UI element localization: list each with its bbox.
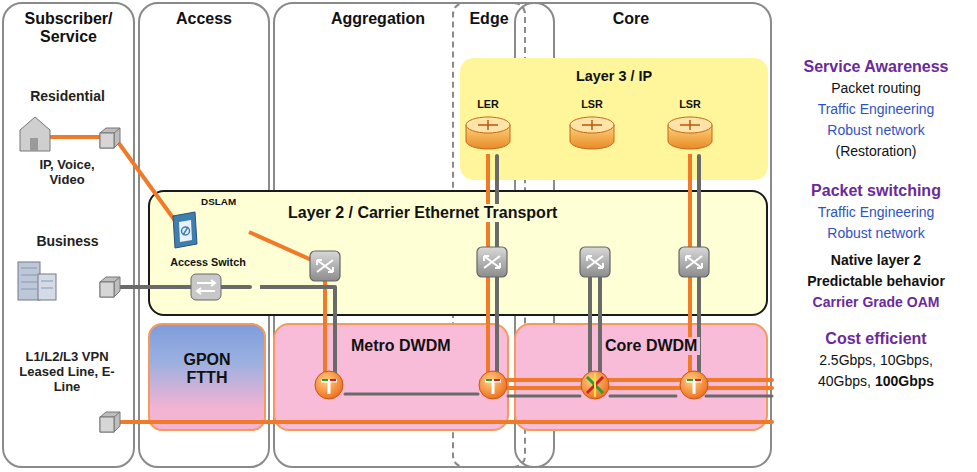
feature-note: Traffic Engineering [778, 101, 974, 117]
access-switch-label: Access Switch [156, 256, 260, 268]
core-column-label: Core [576, 10, 686, 28]
link-line [260, 287, 335, 323]
feature-note-holder: Traffic Engineering [778, 204, 974, 220]
speed-note: 2.5Gbps, 10Gbps, [778, 352, 974, 368]
dslam-symbol [169, 210, 201, 250]
feature-heading-holder: Cost efficient [778, 330, 974, 348]
feature-heading-holder: Packet switching [778, 182, 974, 200]
feature-note-holder: Packet routing [778, 80, 974, 96]
service-label-holder: Business [5, 233, 130, 249]
service-label-holder: Residential [5, 88, 130, 104]
core-dwdm-band: Core DWDM [514, 323, 768, 431]
access-column-label: Access [140, 10, 268, 28]
service-label: L1/L2/L3 VPN Leased Line, E-Line [14, 350, 120, 395]
router: LER [460, 98, 516, 154]
service-label: Residential [5, 88, 130, 104]
layer2-band-label: Layer 2 / Carrier Ethernet Transport [285, 204, 560, 222]
router-symbol [464, 115, 512, 151]
feature-note-holder: (Restoration) [778, 143, 974, 159]
dslam-label: DSLAM [201, 196, 249, 207]
aggregation-column-label: Aggregation [283, 10, 473, 28]
metro-dwdm-band: Metro DWDM [273, 323, 509, 431]
layer3-band-label: Layer 3 / IP [460, 68, 768, 85]
router-label: LER [460, 98, 516, 110]
feature-note-holder: Traffic Engineering [778, 101, 974, 117]
feature-note-holder: Robust network [778, 122, 974, 138]
feature-note: Packet routing [778, 80, 974, 96]
router-label: LSR [564, 98, 620, 110]
access-switch: Access Switch [156, 256, 260, 302]
link-line [486, 154, 490, 323]
speed-note: 40Gbps, [818, 373, 871, 389]
feature-heading: Packet switching [778, 182, 974, 200]
feature-heading: Service Awareness [778, 58, 974, 76]
router-symbol [568, 115, 616, 151]
link-line [688, 154, 692, 323]
layer2-band: Layer 2 / Carrier Ethernet Transport DSLA… [148, 190, 768, 316]
feature-heading: Cost efficient [778, 330, 974, 348]
switch-symbol [190, 273, 222, 301]
router: LSR [564, 98, 620, 154]
speed-row: 40Gbps,100Gbps [778, 373, 974, 389]
feature-note-holder: Robust network [778, 225, 974, 241]
feature-note-holder: Predictable behavior [778, 273, 974, 289]
edge-column-label: Edge [454, 10, 524, 28]
feature-heading-holder: Carrier Grade OAM [778, 294, 974, 310]
feature-note: Robust network [778, 122, 974, 138]
service-label-holder: IP, Voice, Video [27, 158, 107, 188]
metro-dwdm-band-label: Metro DWDM [348, 337, 454, 355]
feature-heading-holder: Service Awareness [778, 58, 974, 76]
router-label: LSR [662, 98, 718, 110]
service-column-label: Subscriber/ Service [4, 10, 133, 47]
feature-note: Robust network [778, 225, 974, 241]
feature-note-holder: Native layer 2 [778, 252, 974, 268]
gpon-band: GPON FTTH [148, 323, 266, 431]
core-dwdm-band-label: Core DWDM [602, 337, 700, 355]
service-label-holder: L1/L2/L3 VPN Leased Line, E-Line [14, 350, 120, 395]
router: LSR [662, 98, 718, 154]
speed-note: 100Gbps [875, 373, 934, 389]
layer3-band: Layer 3 / IP LER LSR LSR [460, 58, 768, 180]
feature-note: Native layer 2 [778, 252, 974, 268]
service-label: Business [5, 233, 130, 249]
service-label: IP, Voice, Video [27, 158, 107, 188]
gpon-band-label: GPON FTTH [169, 351, 245, 388]
feature-note: Traffic Engineering [778, 204, 974, 220]
dslam: DSLAM [165, 194, 249, 252]
router-symbol [666, 115, 714, 151]
speed-note-holder: 2.5Gbps, 10Gbps, [778, 352, 974, 368]
feature-note: (Restoration) [778, 143, 974, 159]
feature-heading: Carrier Grade OAM [778, 294, 974, 310]
feature-note: Predictable behavior [778, 273, 974, 289]
